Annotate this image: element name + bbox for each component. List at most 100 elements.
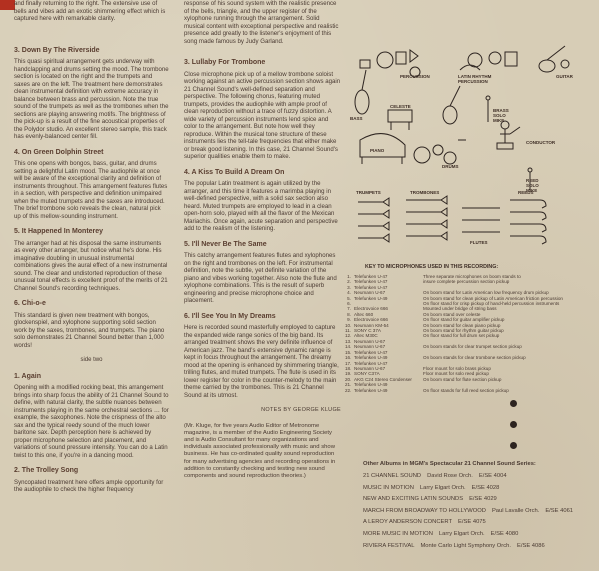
mic-number: 9. bbox=[347, 317, 351, 323]
album-artist: David Rose Orch. bbox=[427, 473, 473, 479]
album-title: NEW AND EXCITING LATIN SOUNDS bbox=[363, 496, 464, 503]
trombones-icon bbox=[406, 195, 448, 241]
mic-number: 20. bbox=[345, 376, 352, 382]
microphone-key-row: 6.On floor stand for crisp pickup of han… bbox=[345, 301, 590, 306]
label-percussion: PERCUSSION bbox=[400, 74, 430, 79]
red-label-edge bbox=[0, 0, 15, 10]
label-latin-rhythm: LATIN RHYTHM PERCUSSION bbox=[458, 74, 492, 84]
mic-number: 8. bbox=[347, 311, 351, 317]
label-conductor: CONDUCTOR bbox=[526, 140, 556, 145]
section-text: This standard is given new treatment wit… bbox=[14, 311, 165, 349]
section-title: 4. A Kiss To Build A Dream On bbox=[184, 168, 285, 176]
mic-placement: On boom stand over celeste bbox=[423, 311, 481, 317]
album-row: MORE MUSIC IN MOTION Larry Elgart Orch. E/… bbox=[363, 529, 593, 541]
album-catalog-number: E/SE 4028 bbox=[471, 484, 500, 491]
album-catalog-number: E/SE 4004 bbox=[478, 473, 507, 479]
section-chi-o-e: 6. Chi-o-e This standard is given new tr… bbox=[14, 300, 169, 349]
microphone-key-row: 17.Telefunken U-47 bbox=[345, 361, 590, 366]
section-title: 4. On Green Dolphin Street bbox=[14, 148, 104, 156]
brass-solo-mike-icon bbox=[485, 95, 491, 122]
label-piano: PIANO bbox=[370, 148, 385, 153]
mic-placement: On boom stands for clear trombone sectio… bbox=[423, 355, 526, 361]
microphone-key-row: 8.Altec 660 On boom stand over celeste bbox=[345, 312, 590, 317]
mic-model: Altec M30C bbox=[354, 333, 378, 339]
bullet-dot bbox=[510, 421, 517, 428]
other-albums-list: Other Albums in MGM's Spectacular 21 Cha… bbox=[363, 460, 593, 552]
album-row: NEW AND EXCITING LATIN SOUNDS E/SE 4029 bbox=[363, 494, 593, 506]
mic-number: 6. bbox=[347, 301, 351, 307]
mic-number: 15. bbox=[345, 349, 352, 355]
mic-number: 11. bbox=[345, 328, 352, 334]
section-title: 5. It Happened In Monterey bbox=[14, 228, 104, 235]
section-text: Close microphone pick up of a mellow tro… bbox=[184, 70, 341, 161]
section-text: This one opens with bongos, bass, guitar… bbox=[14, 160, 168, 220]
mic-placement: Three separate microphones on boom stand… bbox=[423, 274, 521, 279]
album-catalog-number: E/SE 4029 bbox=[469, 496, 497, 503]
mic-model: Telefunken U-49 bbox=[354, 387, 388, 393]
album-catalog-number: E/SE 4086 bbox=[516, 542, 545, 549]
microphone-key-row: 15.Telefunken U-47 bbox=[345, 350, 590, 355]
label-reed-solo-mike: REED SOLO MIKE bbox=[526, 178, 539, 193]
intro-paragraph: response of his sound system with the re… bbox=[184, 0, 339, 45]
microphone-key-row: 13.Neumann U-67 bbox=[345, 339, 590, 344]
mic-number: 19. bbox=[345, 371, 352, 377]
album-title: MARCH FROM BROADWAY TO HOLLYWOOD bbox=[363, 507, 486, 514]
mic-placement: Floor mount for solo reed pickup bbox=[423, 371, 489, 377]
mic-model: Telefunken U-47 bbox=[354, 274, 388, 279]
microphone-key-row: 21.Telefunken U-49 bbox=[345, 382, 590, 387]
mic-number: 14. bbox=[345, 344, 352, 350]
mic-number: 16. bbox=[345, 355, 352, 361]
mic-model: Telefunken U-47 bbox=[354, 349, 388, 355]
intro-paragraph: and finally returning to the right. The … bbox=[14, 0, 166, 22]
mic-model: Neumann U-67 bbox=[354, 365, 386, 371]
section-it-happened-in-monterey: 5. It Happened In Monterey The arranger … bbox=[14, 228, 169, 292]
label-drums: DRUMS bbox=[442, 164, 459, 169]
reeds-icon bbox=[510, 199, 547, 245]
mic-placement: insure complete percussion section picku… bbox=[423, 279, 510, 285]
label-trombones: TROMBONES bbox=[410, 190, 440, 195]
section-text: Syncopated treatment here offers ample o… bbox=[14, 478, 164, 494]
conductor-icon bbox=[496, 120, 521, 150]
mic-model: SONY C37A bbox=[354, 371, 380, 377]
mic-model: Altec 660 bbox=[354, 311, 374, 317]
mic-number: 7. bbox=[347, 306, 351, 312]
section-lullaby-for-trombone: 3. Lullaby For Trombone Close microphone… bbox=[184, 59, 341, 161]
album-title: MORE MUSIC IN MOTION bbox=[363, 530, 433, 537]
album-catalog-number: E/SE 4080 bbox=[490, 530, 519, 537]
reed-solo-mike-icon bbox=[527, 167, 533, 190]
section-text: Opening with a modified rocking beat, th… bbox=[14, 384, 169, 459]
section-text: This quasi spiritual arrangement gets un… bbox=[14, 58, 169, 140]
label-celeste: CELESTE bbox=[390, 104, 411, 109]
author-bio: (Mr. Kluge, for five years Audio Editor … bbox=[184, 422, 336, 479]
album-artist: Larry Elgart Orch. bbox=[438, 530, 485, 537]
label-trumpets: TRUMPETS bbox=[356, 190, 381, 195]
mic-model: AKG C24 Stereo Condenser bbox=[354, 376, 412, 382]
label-flutes: FLUTES bbox=[470, 240, 488, 245]
drums-icon bbox=[413, 139, 466, 165]
latin-percussion-icon bbox=[459, 51, 518, 71]
section-trolley-song: 2. The Trolley Song Syncopated treatment… bbox=[14, 467, 169, 494]
mic-model: Telefunken U-47 bbox=[354, 279, 388, 285]
flutes-icon bbox=[462, 207, 500, 233]
mic-number: 4. bbox=[347, 290, 351, 296]
mic-number: 21. bbox=[345, 382, 352, 388]
label-reeds: REEDS bbox=[518, 190, 534, 195]
section-see-you-in-my-dreams: 6. I'll See You In My Dreams Here is rec… bbox=[184, 313, 341, 400]
mic-model: Telefunken U-49 bbox=[354, 295, 388, 301]
microphone-key-row: 3.Telefunken U-47 bbox=[345, 285, 590, 290]
section-title: 6. I'll See You In My Dreams bbox=[184, 312, 276, 320]
section-title: 6. Chi-o-e bbox=[14, 300, 46, 307]
mic-placement: On boom stand for rhythm guitar pickup bbox=[423, 328, 504, 334]
